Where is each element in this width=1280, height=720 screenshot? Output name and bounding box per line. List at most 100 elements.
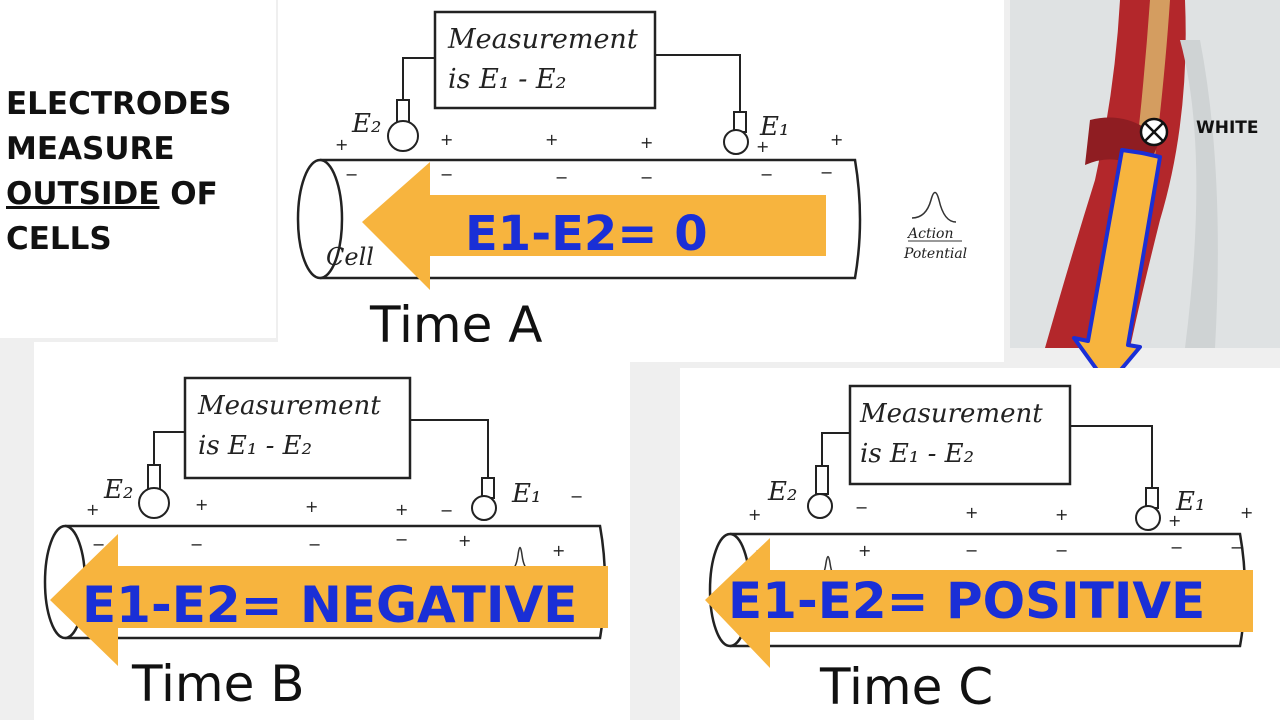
- outside-charges: + + + + − −: [86, 487, 583, 520]
- electrode-e1: [1145, 487, 1159, 509]
- svg-text:+: +: [1168, 511, 1181, 530]
- svg-text:−: −: [440, 165, 453, 184]
- action-potential-icon: [911, 191, 957, 223]
- electrode-e1: [733, 111, 747, 133]
- electrode-e2: [815, 465, 829, 495]
- svg-text:+: +: [858, 541, 871, 560]
- action-potential-line2: Potential: [903, 246, 967, 262]
- equation-b: E1-E2= NEGATIVE: [82, 576, 577, 634]
- svg-text:+: +: [545, 130, 558, 149]
- action-potential-line1: Action: [906, 226, 954, 242]
- svg-text:−: −: [190, 535, 203, 554]
- svg-text:+: +: [305, 497, 318, 516]
- svg-text:−: −: [92, 535, 105, 554]
- photo-label: WHITE: [1196, 118, 1259, 138]
- title-line-4: CELLS: [6, 221, 112, 257]
- electrode-e1-tip: [723, 129, 749, 155]
- cell-label: Cell: [326, 243, 374, 271]
- electrode-e2-label: E₂: [103, 475, 133, 505]
- svg-text:+: +: [440, 130, 453, 149]
- diagram-time-c: Measurement is E₁ - E₂ E₂ E₁ + − + + + + − + −…: [705, 384, 1253, 716]
- svg-text:+: +: [748, 505, 761, 524]
- svg-text:−: −: [1170, 538, 1183, 557]
- title-line-3: OUTSIDE OF: [6, 172, 231, 217]
- title-line-1: ELECTRODES: [6, 86, 232, 122]
- inside-charges: − − − − + +: [92, 530, 565, 560]
- measurement-text-line1: Measurement: [859, 399, 1043, 429]
- equation-c: E1-E2= POSITIVE: [728, 572, 1205, 630]
- marker-cross-2: [1144, 122, 1164, 142]
- svg-text:+: +: [1055, 505, 1068, 524]
- electrode-e2: [147, 464, 161, 490]
- svg-text:−: −: [570, 487, 583, 506]
- slide-title: ELECTRODES MEASURE OUTSIDE OF CELLS: [6, 82, 231, 262]
- electrode-e1-label: E₁: [1175, 487, 1205, 517]
- wire-e2: [153, 431, 185, 465]
- inside-charges: −−− −−−: [345, 163, 833, 187]
- measurement-text-line1: Measurement: [197, 391, 381, 421]
- equation-a: E1-E2= 0: [465, 206, 708, 262]
- diagram-time-a: Measurement is E₁ - E₂ E₂ E₁ + + + + + + − − −…: [296, 10, 967, 354]
- electrode-e2-tip: [138, 487, 170, 519]
- cell-end: [296, 158, 344, 280]
- svg-text:−: −: [555, 168, 568, 187]
- electrode-e2-label: E₂: [767, 477, 797, 507]
- svg-text:−: −: [440, 501, 453, 520]
- electrode-e1: [481, 477, 495, 499]
- svg-text:−: −: [345, 165, 358, 184]
- measurement-text-line2: is E₁ - E₂: [198, 431, 312, 461]
- svg-text:−: −: [820, 163, 833, 182]
- svg-text:+: +: [965, 503, 978, 522]
- title-panel: ELECTRODES MEASURE OUTSIDE OF CELLS: [0, 0, 276, 338]
- electrode-e2-tip: [387, 120, 419, 152]
- svg-text:+: +: [756, 137, 769, 156]
- direction-arrow-b: [50, 534, 608, 666]
- measurement-text-line2: is E₁ - E₂: [860, 439, 974, 469]
- measurement-box: [848, 384, 1072, 486]
- svg-text:−: −: [1230, 538, 1243, 557]
- svg-text:−: −: [1055, 541, 1068, 560]
- time-label-b: Time B: [131, 655, 305, 713]
- svg-text:−: −: [308, 535, 321, 554]
- title-line-2: MEASURE: [6, 131, 175, 167]
- electrode-e2-label: E₂: [351, 109, 381, 139]
- measurement-text-line1: Measurement: [447, 24, 638, 55]
- diagram-time-b: Measurement is E₁ - E₂ E₂ E₁ +++ +−− −−−…: [43, 376, 608, 713]
- wire-e1: [410, 419, 489, 478]
- bone-highlight: [1180, 40, 1218, 348]
- svg-text:+: +: [552, 541, 565, 560]
- svg-text:−: −: [395, 530, 408, 549]
- wire-e2: [402, 57, 435, 100]
- wire-e1: [655, 54, 741, 112]
- time-label-c: Time C: [819, 658, 993, 716]
- svg-text:−: −: [855, 498, 868, 517]
- title-line-3-rest: OF: [159, 176, 218, 212]
- measurement-box: [183, 376, 412, 480]
- svg-text:+: +: [830, 130, 843, 149]
- svg-text:+: +: [640, 133, 653, 152]
- svg-text:+: +: [1240, 503, 1253, 522]
- svg-text:+: +: [335, 135, 348, 154]
- electrode-e1-tip: [471, 495, 497, 521]
- wire-e1: [1070, 425, 1153, 488]
- electrode-e1-label: E₁: [511, 479, 541, 509]
- muscle-photo: WHITE: [1010, 0, 1280, 387]
- direction-arrow-c: [705, 538, 1253, 668]
- svg-text:+: +: [395, 500, 408, 519]
- wire-e2: [821, 432, 850, 466]
- svg-text:+: +: [195, 495, 208, 514]
- svg-text:+: +: [458, 531, 471, 550]
- svg-text:+: +: [86, 500, 99, 519]
- direction-arrow-a: [362, 162, 826, 290]
- measurement-box: [433, 10, 657, 110]
- measurement-text-line2: is E₁ - E₂: [448, 64, 566, 95]
- electrode-e1-tip: [1135, 505, 1161, 531]
- electrode-e2-tip: [807, 493, 833, 519]
- title-underlined-word: OUTSIDE: [6, 176, 160, 212]
- svg-text:−: −: [640, 168, 653, 187]
- electrode-e1-label: E₁: [759, 112, 789, 142]
- outside-charges: + − + + + +: [748, 498, 1253, 530]
- svg-text:−: −: [760, 165, 773, 184]
- svg-text:−: −: [965, 541, 978, 560]
- outside-charges: + + + + + +: [335, 130, 843, 156]
